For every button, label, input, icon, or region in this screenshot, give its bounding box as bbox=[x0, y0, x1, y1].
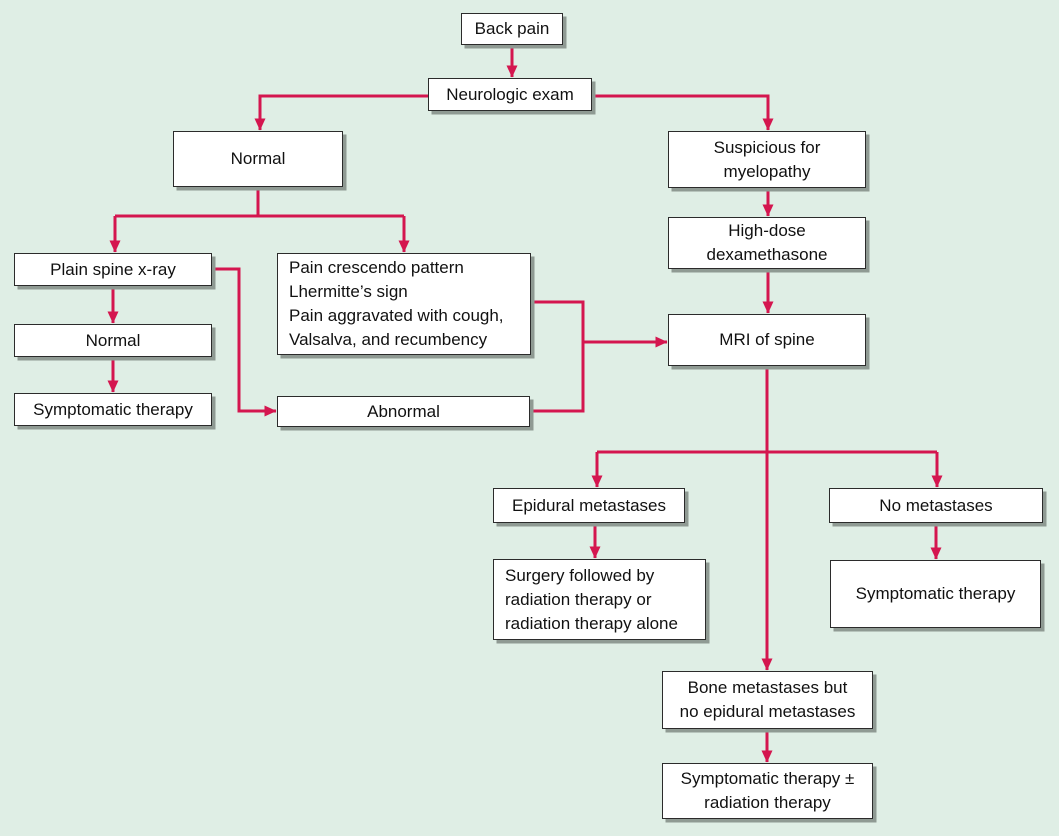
node-bone-metastases: Bone metastases but no epidural metastas… bbox=[662, 671, 873, 729]
node-suspicious-for-myelopathy: Suspicious for myelopathy bbox=[668, 131, 866, 188]
node-pain-crescendo-pattern: Pain crescendo pattern Lhermitte’s sign … bbox=[277, 253, 531, 355]
arrow-xray-to-abnormal bbox=[212, 267, 277, 417]
node-high-dose-dexamethasone: High-dose dexamethasone bbox=[668, 217, 866, 269]
node-epidural-metastases: Epidural metastases bbox=[493, 488, 685, 523]
node-plain-spine-xray: Plain spine x-ray bbox=[14, 253, 212, 286]
node-xray-normal: Normal bbox=[14, 324, 212, 357]
arrow-neuroexam-to-suspicious bbox=[592, 94, 774, 131]
arrow-neuroexam-to-normal bbox=[254, 94, 428, 131]
node-surgery-radiation-therapy: Surgery followed by radiation therapy or… bbox=[493, 559, 706, 640]
node-symptomatic-radiation-therapy: Symptomatic therapy ± radiation therapy bbox=[662, 763, 873, 819]
node-no-metastases: No metastases bbox=[829, 488, 1043, 523]
node-mri-of-spine: MRI of spine bbox=[668, 314, 866, 366]
node-normal-exam: Normal bbox=[173, 131, 343, 187]
node-abnormal: Abnormal bbox=[277, 396, 530, 427]
line-crescendo-abnormal-join bbox=[530, 300, 585, 413]
node-symptomatic-therapy-left: Symptomatic therapy bbox=[14, 393, 212, 426]
node-symptomatic-therapy-right: Symptomatic therapy bbox=[830, 560, 1041, 628]
node-back-pain: Back pain bbox=[461, 13, 563, 45]
node-neurologic-exam: Neurologic exam bbox=[428, 78, 592, 111]
